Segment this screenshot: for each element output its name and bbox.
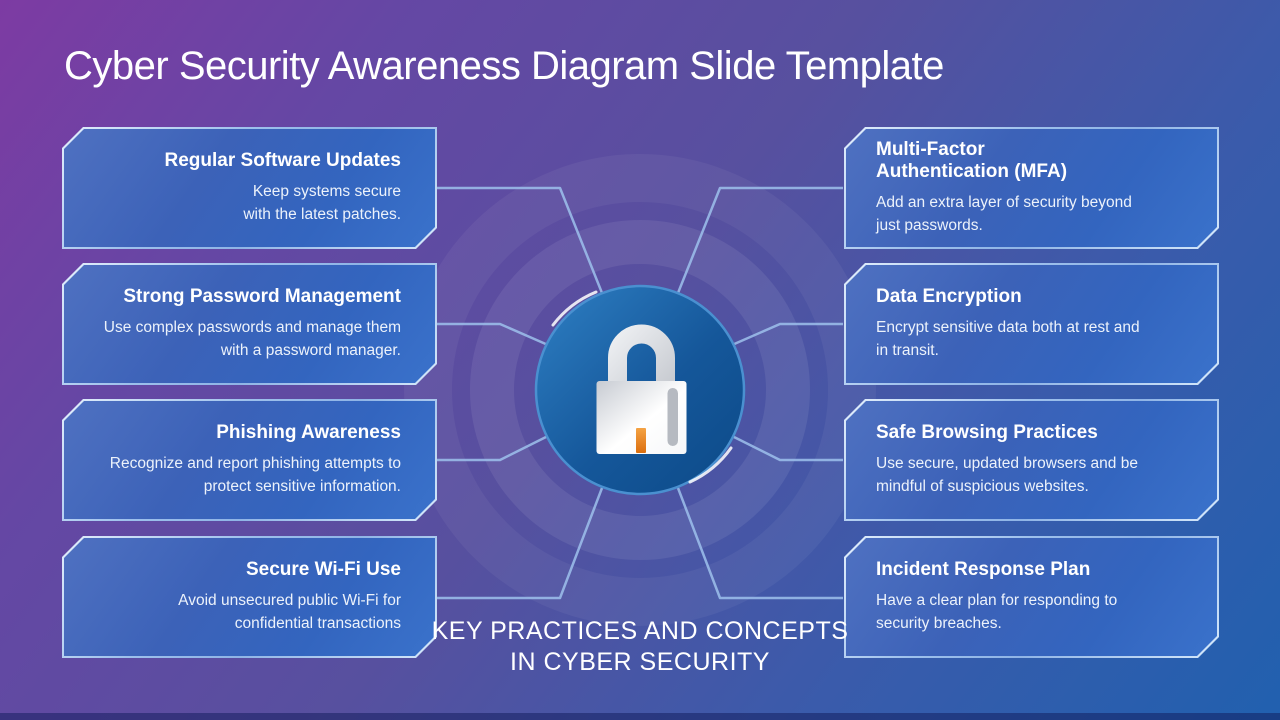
connector-left-2 bbox=[437, 322, 549, 347]
card-title: Strong Password Management bbox=[123, 285, 401, 307]
card-phishing-awareness: Phishing Awareness Recognize and report … bbox=[62, 399, 437, 521]
bottom-edge-strip bbox=[0, 713, 1280, 720]
ripple-rings bbox=[404, 154, 876, 626]
center-caption: KEY PRACTICES AND CONCEPTS IN CYBER SECU… bbox=[431, 617, 849, 676]
connector-right-2 bbox=[731, 322, 843, 347]
lock-highlight bbox=[667, 388, 678, 446]
card-title: Phishing Awareness bbox=[216, 421, 401, 443]
card-strong-password-management: Strong Password Management Use complex p… bbox=[62, 263, 437, 385]
connector-right-4 bbox=[676, 487, 843, 600]
card-description: Add an extra layer of security beyond ju… bbox=[876, 194, 1132, 234]
page-title: Cyber Security Awareness Diagram Slide T… bbox=[64, 44, 944, 88]
card-description: Avoid unsecured public Wi-Fi for confide… bbox=[178, 592, 401, 632]
card-incident-response-plan: Incident Response Plan Have a clear plan… bbox=[844, 536, 1219, 658]
card-description: Use secure, updated browsers and be mind… bbox=[876, 455, 1138, 495]
connector-left-1 bbox=[437, 186, 604, 294]
card-title: Multi-Factor Authentication (MFA) bbox=[876, 138, 1068, 183]
card-data-encryption: Data Encryption Encrypt sensitive data b… bbox=[844, 263, 1219, 385]
connector-left-3 bbox=[437, 434, 549, 462]
padlock-icon bbox=[596, 324, 687, 454]
keyhole-bar bbox=[636, 428, 646, 453]
card-title: Incident Response Plan bbox=[876, 558, 1091, 580]
card-regular-software-updates: Regular Software Updates Keep systems se… bbox=[62, 127, 437, 249]
card-title: Data Encryption bbox=[876, 285, 1022, 307]
connector-left-4 bbox=[437, 487, 604, 600]
card-description: Encrypt sensitive data both at rest and … bbox=[876, 319, 1140, 359]
card-title: Regular Software Updates bbox=[164, 149, 401, 171]
card-description: Recognize and report phishing attempts t… bbox=[109, 455, 401, 495]
card-title: Safe Browsing Practices bbox=[876, 421, 1098, 443]
card-secure-wifi-use: Secure Wi-Fi Use Avoid unsecured public … bbox=[62, 536, 437, 658]
card-safe-browsing-practices: Safe Browsing Practices Use secure, upda… bbox=[844, 399, 1219, 521]
connector-right-1 bbox=[676, 186, 843, 294]
card-title: Secure Wi-Fi Use bbox=[245, 558, 401, 580]
card-multi-factor-authentication: Multi-Factor Authentication (MFA) Add an… bbox=[844, 127, 1219, 249]
card-description: Have a clear plan for responding to secu… bbox=[876, 592, 1118, 632]
connector-right-3 bbox=[731, 434, 843, 462]
connector-lines bbox=[437, 186, 843, 600]
card-description: Keep systems secure with the latest patc… bbox=[243, 183, 401, 223]
card-description: Use complex passwords and manage them wi… bbox=[103, 319, 401, 359]
